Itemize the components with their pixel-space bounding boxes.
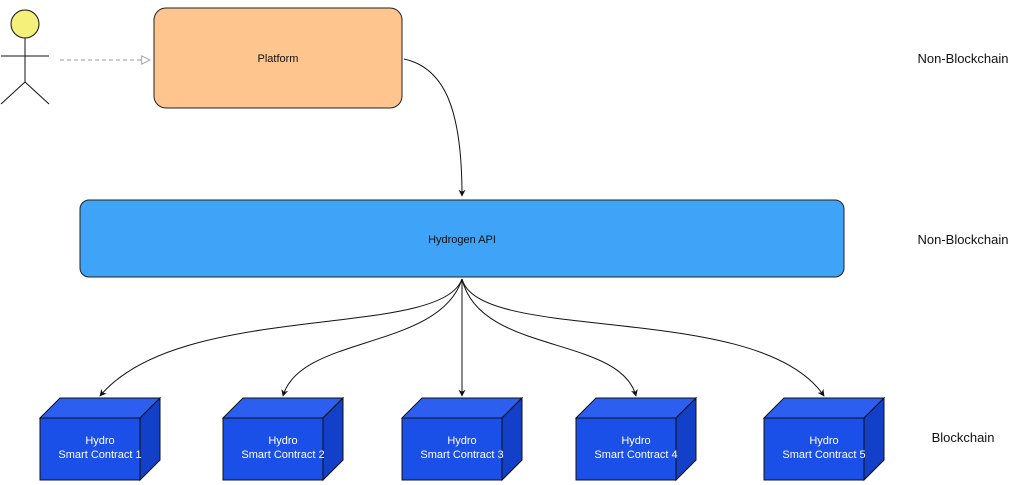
- platform-label: Platform: [258, 53, 299, 65]
- layer-label-middle: Non-Blockchain: [917, 232, 1008, 247]
- platform-box: [153, 7, 403, 109]
- actor-leg-right: [24, 81, 50, 105]
- contract-cube-front: [222, 417, 324, 481]
- api-to-contract-5-edge: [461, 278, 825, 397]
- contract-cube-top: [400, 397, 524, 419]
- contract-label-line1: Hydro: [621, 435, 650, 447]
- contract-cube-top: [762, 397, 886, 419]
- api-to-contract-4-edge: [461, 278, 638, 397]
- contract-cube-top: [574, 397, 698, 419]
- actor-stick-figure-icon: [0, 9, 50, 105]
- layer-label-top: Non-Blockchain: [917, 51, 1008, 66]
- hydrogen-api-node[interactable]: Hydrogen API: [79, 199, 845, 278]
- contract-cube-front: [763, 417, 865, 481]
- contract-label-line2: Smart Contract 5: [782, 449, 865, 461]
- contract-label-line2: Smart Contract 4: [594, 449, 677, 461]
- contract-label-line1: Hydro: [447, 435, 476, 447]
- contract-label-line1: Hydro: [268, 435, 297, 447]
- contract-label-line2: Smart Contract 3: [420, 449, 503, 461]
- actor-leg-left: [0, 81, 26, 105]
- hydrogen-api-label: Hydrogen API: [428, 234, 496, 246]
- contract-cube-front: [575, 417, 677, 481]
- layer-label-bottom: Blockchain: [932, 430, 995, 445]
- api-to-contract-1-edge: [99, 278, 463, 397]
- platform-to-api-edge: [403, 58, 466, 197]
- actor-head: [10, 9, 40, 39]
- contract-cube-front: [401, 417, 503, 481]
- contract-label-line1: Hydro: [809, 435, 838, 447]
- contract-cube-top: [38, 397, 162, 419]
- contract-label-line2: Smart Contract 1: [58, 449, 141, 461]
- contract-cube-front: [39, 417, 141, 481]
- contract-label-line2: Smart Contract 2: [241, 449, 324, 461]
- hydrogen-api-box: [79, 199, 845, 278]
- contract-cube-top: [221, 397, 345, 419]
- contract-label-line1: Hydro: [85, 435, 114, 447]
- api-to-contract-2-edge: [281, 278, 463, 397]
- platform-node[interactable]: Platform: [153, 7, 403, 109]
